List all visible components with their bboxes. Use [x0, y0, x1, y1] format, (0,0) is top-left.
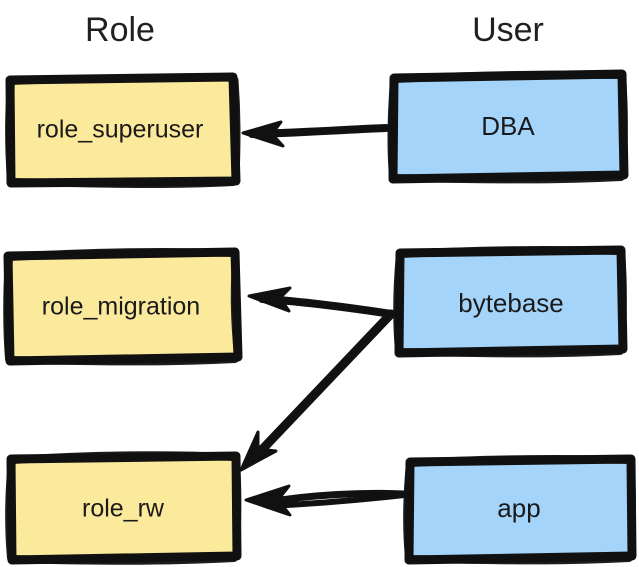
node-app-edge-top	[407, 455, 634, 467]
arrow-app-shaft-upper	[264, 489, 408, 506]
node-role-superuser[interactable]: role_superuser	[5, 72, 241, 189]
node-app[interactable]: app	[403, 454, 637, 565]
node-role-migration-edge-top	[6, 248, 238, 261]
arrow-app-to-role-rw	[244, 484, 408, 517]
node-role-rw-edge-bottom	[8, 554, 238, 565]
node-app-label: app	[497, 493, 540, 523]
node-role-rw-edge-left	[5, 456, 16, 562]
arrow-dba-head	[241, 120, 285, 148]
node-role-rw-edge-right	[232, 454, 242, 560]
arrow-bytebase-to-role-rw	[239, 309, 396, 472]
node-role-migration[interactable]: role_migration	[3, 247, 243, 366]
node-app-edge-right	[628, 458, 636, 560]
arrow-bytebase-migration-head	[247, 286, 292, 313]
node-role-superuser-edge-bottom	[8, 178, 237, 189]
node-bytebase-label: bytebase	[458, 288, 564, 318]
node-app-edge-bottom	[406, 554, 633, 565]
node-role-superuser-edge-right	[231, 76, 241, 184]
node-bytebase-edge-top	[397, 246, 624, 258]
node-bytebase[interactable]: bytebase	[393, 245, 628, 358]
node-bytebase-edge-bottom	[396, 347, 624, 358]
node-role-rw[interactable]: role_rw	[5, 451, 242, 565]
arrow-bytebase-rw-head	[239, 430, 278, 472]
node-dba[interactable]: DBA	[387, 69, 629, 184]
node-bytebase-edge-right	[619, 249, 627, 353]
node-role-migration-edge-right	[230, 251, 240, 360]
node-dba-label: DBA	[481, 111, 535, 141]
node-role-migration-edge-left	[3, 253, 13, 363]
node-role-superuser-edge-left	[5, 77, 15, 185]
node-dba-edge-bottom	[390, 173, 625, 184]
node-role-superuser-label: role_superuser	[37, 116, 204, 144]
node-role-superuser-edge-top	[9, 75, 235, 85]
node-role-rw-edge-top	[9, 451, 239, 464]
node-role-migration-edge-bottom	[6, 355, 239, 366]
arrow-app-head	[244, 484, 292, 517]
node-app-edge-left	[403, 459, 414, 562]
arrow-bytebase-to-role-migration	[247, 286, 396, 318]
node-role-migration-label: role_migration	[42, 293, 200, 321]
column-title-role: Role	[85, 11, 155, 49]
node-dba-edge-right	[620, 73, 628, 179]
node-dba-edge-top	[391, 70, 625, 83]
arrow-dba-to-role-superuser	[241, 120, 390, 148]
column-title-user: User	[472, 11, 544, 49]
node-dba-edge-left	[387, 75, 398, 181]
node-bytebase-edge-left	[393, 250, 404, 355]
node-role-rw-label: role_rw	[82, 495, 165, 523]
arrow-bytebase-rw-shaft	[249, 309, 396, 463]
